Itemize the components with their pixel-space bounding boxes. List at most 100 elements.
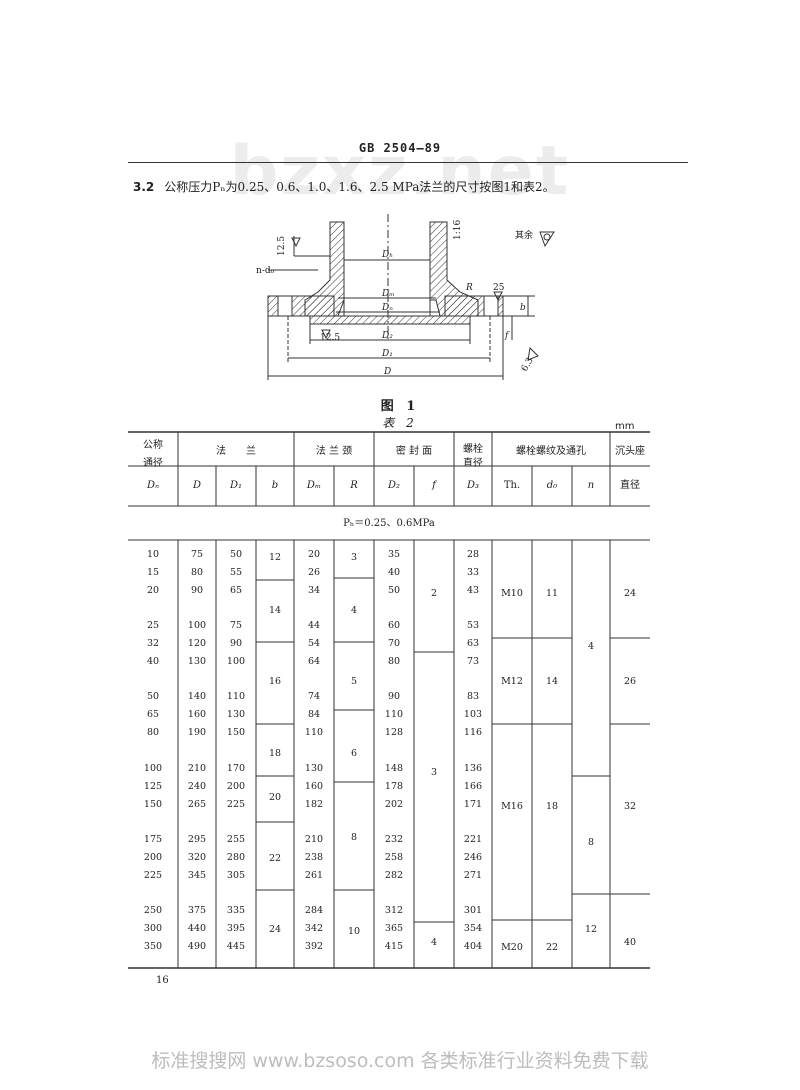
header-b: b bbox=[272, 480, 278, 491]
cell-dn: 32 bbox=[147, 638, 159, 649]
cell-d0: 11 bbox=[546, 588, 558, 599]
cell-d: 210 bbox=[188, 763, 206, 774]
cell-d1: 110 bbox=[227, 691, 245, 702]
cell-d: 240 bbox=[188, 781, 206, 792]
cell-d3: 136 bbox=[464, 763, 482, 774]
cell-d1: 225 bbox=[227, 799, 245, 810]
cell-d: 265 bbox=[188, 799, 206, 810]
cell-d2: 312 bbox=[385, 905, 403, 916]
clause-number: 3.2 bbox=[133, 180, 155, 194]
cell-dm: 26 bbox=[308, 567, 320, 578]
cell-d2: 415 bbox=[385, 941, 403, 952]
cell-d0: 22 bbox=[546, 942, 558, 953]
cell-dn: 50 bbox=[147, 691, 159, 702]
roughness-symbol-top bbox=[291, 237, 301, 248]
header-R: R bbox=[349, 480, 358, 491]
cell-n: 8 bbox=[588, 837, 594, 848]
cell-b: 24 bbox=[269, 924, 281, 935]
cell-dm: 110 bbox=[305, 727, 323, 738]
cell-counterbore: 26 bbox=[624, 676, 636, 687]
header-f: f bbox=[431, 480, 438, 491]
header-bolts: 螺栓螺纹及通孔 bbox=[516, 444, 586, 457]
cell-dn: 100 bbox=[144, 763, 162, 774]
cell-d1: 130 bbox=[227, 709, 245, 720]
cell-d2: 70 bbox=[388, 638, 400, 649]
roughness-symbol-corner bbox=[527, 346, 539, 361]
cell-d3: 404 bbox=[464, 941, 482, 952]
cell-d1: 50 bbox=[230, 549, 242, 560]
cell-d3: 171 bbox=[464, 799, 482, 810]
page-number: 16 bbox=[156, 975, 169, 986]
cell-d2: 365 bbox=[385, 923, 403, 934]
cell-f: 3 bbox=[431, 767, 437, 778]
bolt-hole-left bbox=[277, 295, 293, 317]
cell-d3: 271 bbox=[464, 870, 482, 881]
cell-dn: 80 bbox=[147, 727, 159, 738]
raised-face bbox=[309, 315, 471, 325]
label-sym-25: 25 bbox=[493, 283, 505, 293]
cell-d3: 73 bbox=[467, 656, 479, 667]
cell-d2: 178 bbox=[385, 781, 403, 792]
roughness-symbol-right bbox=[493, 291, 503, 302]
clause: 3.2 公称压力Pₙ为0.25、0.6、1.0、1.6、2.5 MPa法兰的尺寸按… bbox=[133, 178, 555, 195]
cell-d2: 110 bbox=[385, 709, 403, 720]
cell-dn: 350 bbox=[144, 941, 162, 952]
cell-d2: 128 bbox=[385, 727, 403, 738]
cell-d: 130 bbox=[188, 656, 206, 667]
cell-dn: 25 bbox=[147, 620, 159, 631]
flange-drawing bbox=[267, 214, 555, 380]
table-header: 公称 通径 Dₙ 法 兰 法 兰 颈 密 封 面 螺栓 直径 螺栓螺纹及通孔 沉… bbox=[143, 438, 645, 529]
cell-d3: 221 bbox=[464, 834, 482, 845]
cell-d1: 280 bbox=[227, 852, 245, 863]
clause-text: 公称压力Pₙ为0.25、0.6、1.0、1.6、2.5 MPa法兰的尺寸按图1和… bbox=[164, 180, 555, 194]
cell-r: 6 bbox=[351, 748, 357, 759]
cell-b: 22 bbox=[269, 853, 281, 864]
cell-d1: 395 bbox=[227, 923, 245, 934]
cell-dn: 175 bbox=[144, 834, 162, 845]
cell-f: 4 bbox=[431, 937, 437, 948]
cell-d1: 445 bbox=[227, 941, 245, 952]
cell-counterbore: 40 bbox=[624, 937, 636, 948]
cell-d3: 166 bbox=[464, 781, 482, 792]
cell-dn: 250 bbox=[144, 905, 162, 916]
cell-d1: 255 bbox=[227, 834, 245, 845]
cell-d: 100 bbox=[188, 620, 206, 631]
header-counterbore-b: 直径 bbox=[620, 478, 640, 491]
cell-r: 3 bbox=[351, 552, 357, 563]
cell-dm: 238 bbox=[305, 852, 323, 863]
header-nominal-sym: Dₙ bbox=[146, 480, 159, 491]
header-D3: D₃ bbox=[466, 480, 479, 491]
cell-dn: 40 bbox=[147, 656, 159, 667]
label-D1: D₁ bbox=[381, 349, 393, 359]
cell-d: 440 bbox=[188, 923, 206, 934]
cell-dn: 300 bbox=[144, 923, 162, 934]
cell-d2: 258 bbox=[385, 852, 403, 863]
cell-n: 4 bbox=[588, 641, 594, 652]
cell-d1: 200 bbox=[227, 781, 245, 792]
header-bolt-circle-b: 直径 bbox=[463, 456, 483, 469]
cell-dn: 20 bbox=[147, 585, 159, 596]
header-D: D bbox=[192, 480, 201, 491]
header-flange: 法 兰 bbox=[216, 444, 256, 457]
cell-dm: 64 bbox=[308, 656, 320, 667]
cell-dm: 54 bbox=[308, 638, 320, 649]
cell-b: 14 bbox=[269, 605, 281, 616]
cell-d3: 103 bbox=[464, 709, 482, 720]
cell-dm: 84 bbox=[308, 709, 320, 720]
cell-d3: 33 bbox=[467, 567, 479, 578]
label-DH: Dₕ bbox=[381, 250, 393, 260]
label-slope: 1:16 bbox=[453, 220, 463, 240]
cell-d2: 80 bbox=[388, 656, 400, 667]
label-R: R bbox=[465, 283, 473, 293]
cell-th: M16 bbox=[501, 801, 523, 812]
table-grid bbox=[128, 431, 650, 969]
header-n: n bbox=[588, 480, 594, 491]
label-b: b bbox=[520, 303, 526, 313]
header-Dm: Dₘ bbox=[306, 480, 321, 491]
cell-d: 90 bbox=[191, 585, 203, 596]
cell-dm: 160 bbox=[305, 781, 323, 792]
cell-d0: 14 bbox=[546, 676, 558, 687]
cell-d3: 63 bbox=[467, 638, 479, 649]
cell-d: 140 bbox=[188, 691, 206, 702]
